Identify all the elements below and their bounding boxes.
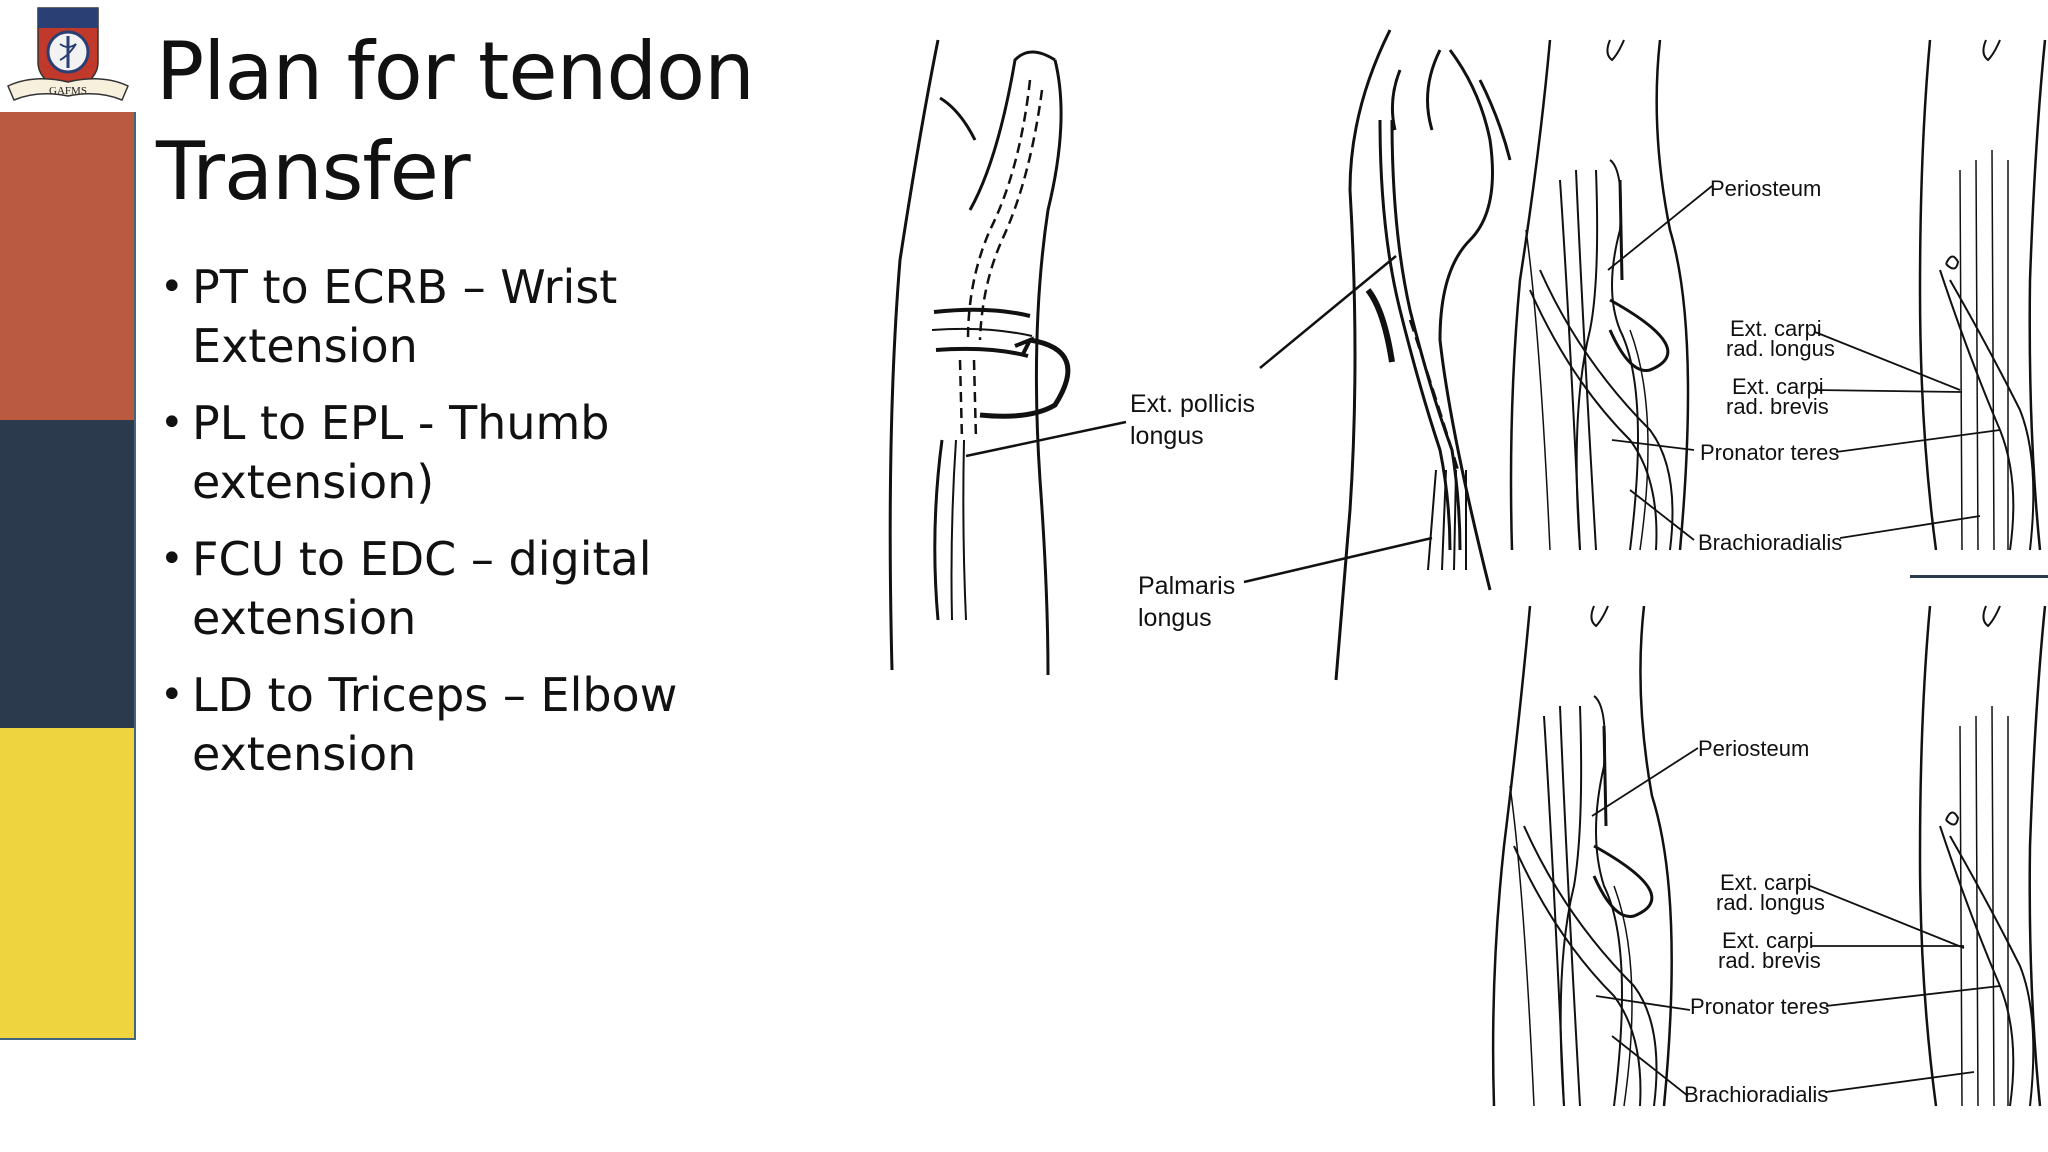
slide-title: Plan for tendon Transfer xyxy=(156,22,796,222)
title-line-2: Transfer xyxy=(156,125,471,218)
bullet-list: • PT to ECRB – Wrist Extension • PL to E… xyxy=(156,258,796,802)
label-ecrb-1: Ext. carpi xyxy=(1732,374,1824,399)
bullet-item: • PL to EPL - Thumb extension) xyxy=(156,394,796,512)
bullet-item: • LD to Triceps – Elbow extension xyxy=(156,666,796,784)
label-ecrl-2: rad. longus xyxy=(1726,336,1835,361)
stripe-border xyxy=(134,112,136,728)
label-ecrl-1: Ext. carpi xyxy=(1730,316,1822,341)
bullet-text-line: extension xyxy=(192,591,417,645)
label-ecrb-2: rad. brevis xyxy=(1718,948,1821,973)
bullet-text-line: PT to ECRB – Wrist xyxy=(192,260,618,314)
bullet-text-line: FCU to EDC – digital xyxy=(192,532,652,586)
bullet-text-line: Extension xyxy=(192,319,418,373)
label-ecrb-1: Ext. carpi xyxy=(1722,928,1814,953)
label-palmaris-2: longus xyxy=(1138,604,1212,632)
label-ecrl-2: rad. longus xyxy=(1716,890,1825,915)
label-ext-pollicis-1: Ext. pollicis xyxy=(1130,390,1255,418)
label-ecrb-2: rad. brevis xyxy=(1726,394,1829,419)
label-pronator-teres: Pronator teres xyxy=(1700,440,1839,465)
bullet-dot-icon: • xyxy=(160,536,184,582)
title-line-1: Plan for tendon xyxy=(156,25,755,118)
label-palmaris-1: Palmaris xyxy=(1138,572,1235,600)
bullet-text-line: extension xyxy=(192,727,417,781)
label-periosteum: Periosteum xyxy=(1710,176,1821,201)
bullet-item: • FCU to EDC – digital extension xyxy=(156,530,796,648)
bullet-dot-icon: • xyxy=(160,264,184,310)
logo-text: GAFMS xyxy=(49,85,87,97)
bullet-dot-icon: • xyxy=(160,400,184,446)
label-brachioradialis: Brachioradialis xyxy=(1684,1082,1828,1107)
bullet-dot-icon: • xyxy=(160,672,184,718)
label-periosteum: Periosteum xyxy=(1698,736,1809,761)
wrist-tendon-illustration: Ext. pollicis longus Palmaris longus xyxy=(888,29,1512,681)
divider-line xyxy=(1910,575,2048,578)
crest-logo: GAFMS xyxy=(7,7,129,101)
accent-stripe-navy xyxy=(0,420,136,728)
bullet-text-line: PL to EPL - Thumb xyxy=(192,396,610,450)
label-ecrl-1: Ext. carpi xyxy=(1720,870,1812,895)
bullet-text-line: extension) xyxy=(192,455,435,509)
label-ext-pollicis-2: longus xyxy=(1130,422,1204,450)
bullet-item: • PT to ECRB – Wrist Extension xyxy=(156,258,796,376)
bullet-text-line: LD to Triceps – Elbow xyxy=(192,668,678,722)
label-brachioradialis: Brachioradialis xyxy=(1698,530,1842,555)
accent-stripe-red xyxy=(0,112,136,420)
forearm-illustration-top: Periosteum Ext. carpi rad. longus Ext. c… xyxy=(1509,39,2047,555)
accent-stripe-yellow xyxy=(0,728,136,1040)
label-pronator-teres: Pronator teres xyxy=(1690,994,1829,1019)
forearm-illustration-bottom: Periosteum Ext. carpi rad. longus Ext. c… xyxy=(1491,605,2047,1107)
